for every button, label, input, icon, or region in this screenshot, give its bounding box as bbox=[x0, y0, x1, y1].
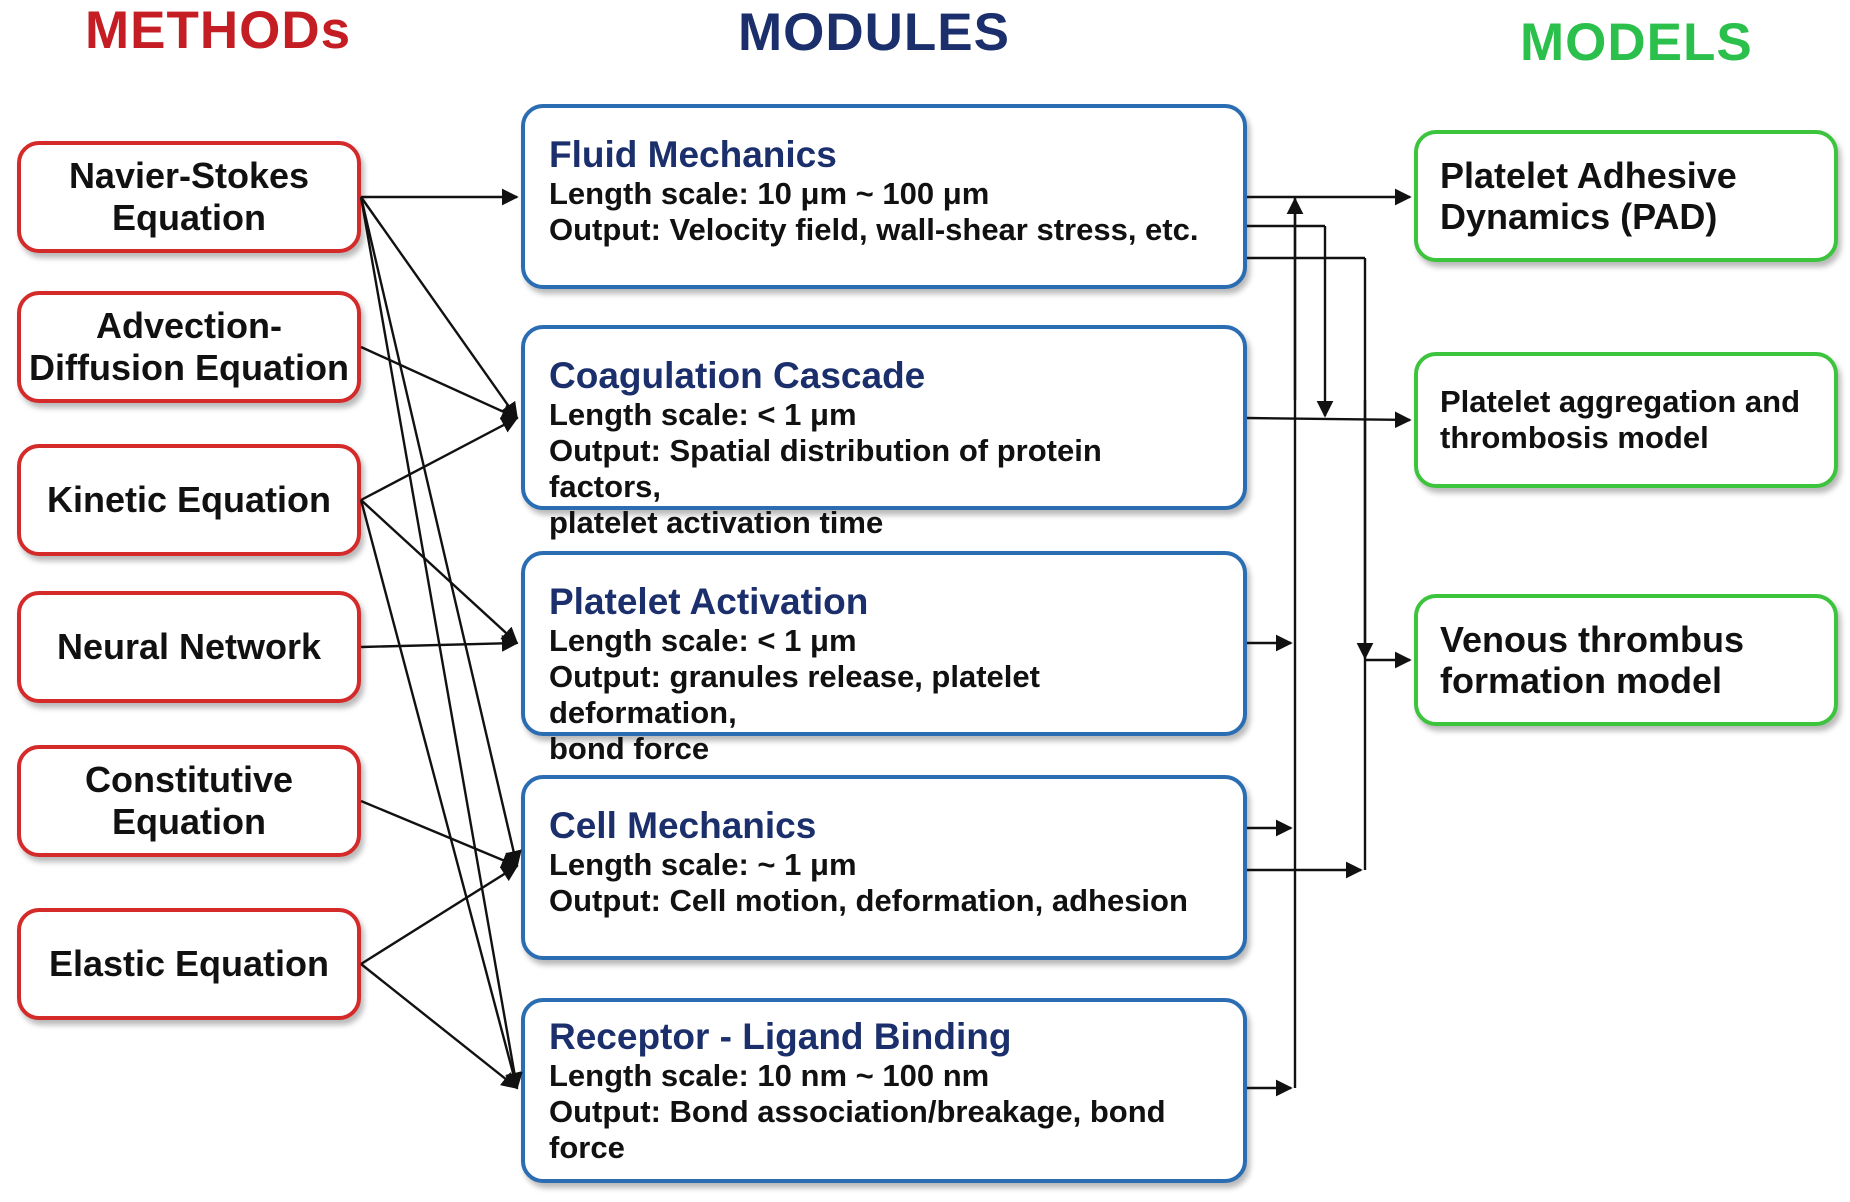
module-title: Platelet Activation bbox=[549, 581, 869, 622]
module-title: Cell Mechanics bbox=[549, 805, 817, 846]
method-label: Advection- Diffusion Equation bbox=[29, 305, 349, 388]
module-title: Receptor - Ligand Binding bbox=[549, 1016, 1012, 1057]
module-length-scale: Length scale: 10 μm ~ 100 μm bbox=[549, 176, 990, 211]
module-receptor-ligand-binding: Receptor - Ligand Binding Length scale: … bbox=[521, 998, 1247, 1183]
module-title: Fluid Mechanics bbox=[549, 134, 837, 175]
method-label: Kinetic Equation bbox=[46, 479, 331, 520]
ns-to-cc-connector bbox=[360, 196, 518, 420]
model-venous-thrombus-formation: Venous thrombus formation model bbox=[1414, 594, 1838, 726]
module-output-continued: bond force bbox=[549, 731, 710, 766]
ad-to-cc-connector bbox=[360, 345, 519, 420]
method-constitutive-equation: Constitutive Equation bbox=[17, 745, 361, 857]
ns-to-cm-connector bbox=[359, 196, 522, 868]
module-length-scale: Length scale: < 1 μm bbox=[549, 623, 857, 658]
cc-to-pat-connector bbox=[1246, 411, 1412, 429]
model-platelet-aggregation-thrombosis: Platelet aggregation and thrombosis mode… bbox=[1414, 352, 1838, 488]
module-length-scale: Length scale: < 1 μm bbox=[549, 397, 857, 432]
method-label: Elastic Equation bbox=[48, 943, 330, 984]
methods-header: METHODs bbox=[85, 1, 352, 60]
ke-to-pa-connector bbox=[360, 499, 519, 645]
module-title: Coagulation Cascade bbox=[549, 355, 926, 396]
method-neural-network: Neural Network bbox=[17, 591, 361, 703]
model-platelet-adhesive-dynamics: Platelet Adhesive Dynamics (PAD) bbox=[1414, 130, 1838, 262]
method-navier-stokes: Navier-Stokes Equation bbox=[17, 141, 361, 253]
module-cell-mechanics: Cell Mechanics Length scale: ~ 1 μm Outp… bbox=[521, 775, 1247, 960]
module-output: Output: Spatial distribution of protein … bbox=[549, 433, 1102, 504]
modules-header: MODULES bbox=[738, 3, 1010, 62]
method-label: Navier-Stokes Equation bbox=[68, 155, 310, 238]
method-label: Neural Network bbox=[56, 626, 322, 667]
module-output: Output: granules release, platelet defor… bbox=[549, 659, 1040, 730]
ee-to-cm-connector bbox=[360, 864, 519, 966]
method-advection-diffusion: Advection- Diffusion Equation bbox=[17, 291, 361, 403]
model-label: Venous thrombus formation model bbox=[1440, 619, 1745, 701]
ke-to-rl-connector bbox=[359, 499, 522, 1090]
ce-to-cm-connector bbox=[360, 799, 519, 868]
module-output: Output: Cell motion, deformation, adhesi… bbox=[549, 883, 1188, 918]
nn-to-pa-connector bbox=[360, 634, 519, 652]
module-output-continued: force bbox=[549, 1130, 625, 1165]
module-length-scale: Length scale: ~ 1 μm bbox=[549, 847, 857, 882]
module-output-continued: platelet activation time bbox=[549, 505, 884, 540]
models-header: MODELS bbox=[1520, 13, 1753, 72]
module-output: Output: Bond association/breakage, bond bbox=[549, 1094, 1166, 1129]
ee-to-rl-connector bbox=[360, 963, 519, 1090]
module-output: Output: Velocity field, wall-shear stres… bbox=[549, 212, 1199, 247]
model-label: Platelet aggregation and thrombosis mode… bbox=[1440, 384, 1801, 455]
ns-to-rl-connector bbox=[359, 196, 523, 1090]
module-platelet-activation: Platelet Activation Length scale: < 1 μm… bbox=[521, 551, 1247, 766]
module-coagulation-cascade: Coagulation Cascade Length scale: < 1 μm… bbox=[521, 325, 1247, 540]
method-label: Constitutive Equation bbox=[84, 759, 293, 842]
model-label: Platelet Adhesive Dynamics (PAD) bbox=[1440, 155, 1737, 237]
module-fluid-mechanics: Fluid Mechanics Length scale: 10 μm ~ 10… bbox=[521, 104, 1247, 289]
module-length-scale: Length scale: 10 nm ~ 100 nm bbox=[549, 1058, 990, 1093]
method-elastic-equation: Elastic Equation bbox=[17, 908, 361, 1020]
method-kinetic-equation: Kinetic Equation bbox=[17, 444, 361, 556]
ke-to-cc-connector bbox=[360, 416, 519, 502]
